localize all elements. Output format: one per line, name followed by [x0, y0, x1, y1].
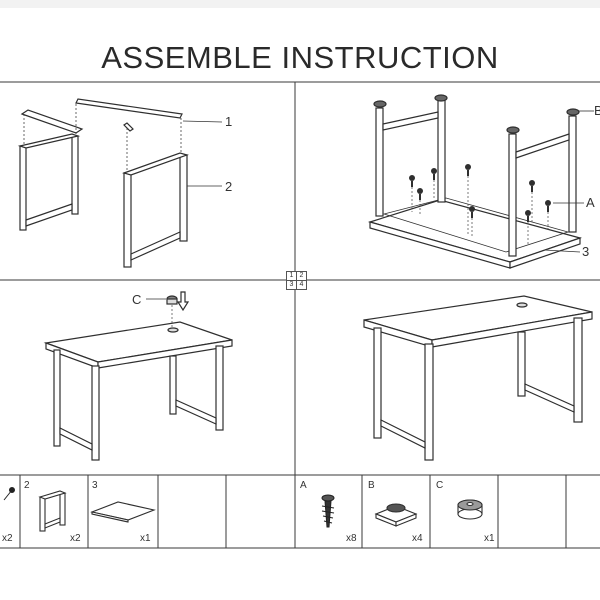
part-id-leg-frame: 2	[24, 480, 30, 491]
part-qty-leg-frame: x2	[70, 533, 81, 544]
part-id-tabletop: 3	[92, 480, 98, 491]
foot-pad-icon	[374, 503, 418, 527]
callout-2: 2	[225, 179, 233, 194]
part-qty-bolt: x2	[2, 533, 13, 544]
crossbar-right	[75, 98, 183, 119]
callout-b: B	[594, 103, 600, 118]
step1-illustration	[17, 98, 189, 268]
grommet-icon	[457, 499, 483, 520]
tabletop-icon	[90, 501, 156, 523]
crossbar-left	[20, 109, 84, 134]
step4-illustration	[363, 295, 593, 461]
part-id-screw: A	[300, 480, 307, 491]
leg-frame-icon	[38, 490, 67, 532]
part-qty-foot-pad: x4	[412, 533, 423, 544]
callout-1: 1	[225, 114, 233, 129]
step3-illustration	[43, 291, 233, 461]
part-id-grommet: C	[436, 480, 444, 491]
bolt-icon	[3, 487, 15, 501]
callout-c: C	[132, 292, 142, 307]
step2-screws	[409, 164, 551, 222]
part-qty-grommet: x1	[484, 533, 495, 544]
page-mark-4: 4	[296, 280, 307, 290]
step2-illustration	[367, 94, 583, 269]
part-qty-tabletop: x1	[140, 533, 151, 544]
part-qty-screw: x8	[346, 533, 357, 544]
callout-a: A	[586, 195, 595, 210]
screw-icon	[321, 494, 335, 528]
page-title: ASSEMBLE INSTRUCTION	[101, 40, 499, 75]
callout-3: 3	[582, 244, 590, 259]
part-id-foot-pad: B	[368, 480, 375, 491]
